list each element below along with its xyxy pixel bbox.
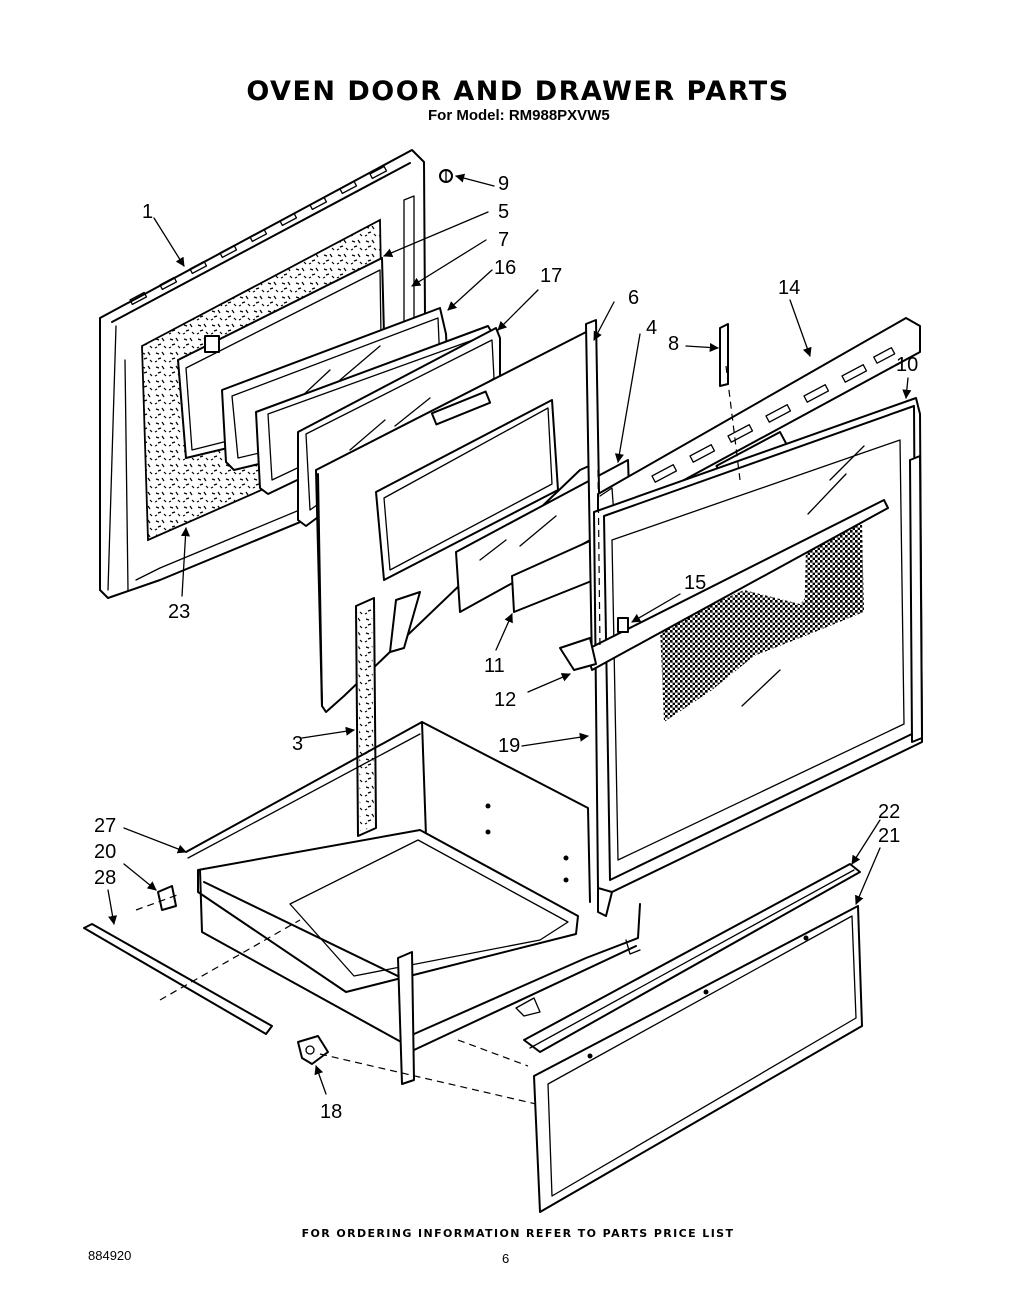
callout-5: 5 <box>498 201 510 223</box>
callout-10: 10 <box>896 354 919 376</box>
drawer-rail <box>83 923 273 1035</box>
callout-28: 28 <box>94 867 117 889</box>
outer-door-wrapper <box>315 329 599 713</box>
drawer-cavity <box>185 721 641 1085</box>
callout-22: 22 <box>878 801 901 823</box>
model-subtitle: For Model: RM988PXVW5 <box>428 107 610 124</box>
door-trim-bar <box>559 323 923 743</box>
callout-9: 9 <box>498 173 510 195</box>
door-side-trim <box>355 597 377 837</box>
callout-14: 14 <box>778 277 801 299</box>
callout-19: 19 <box>498 735 521 757</box>
drawer-support-rail <box>523 863 861 1053</box>
callout-15: 15 <box>684 572 707 594</box>
callout-1: 1 <box>142 201 154 223</box>
callout-21: 21 <box>878 825 901 847</box>
callout-6: 6 <box>628 287 640 309</box>
callout-23: 23 <box>168 601 191 623</box>
callout-20: 20 <box>94 841 117 863</box>
callout-4: 4 <box>646 317 658 339</box>
callout-3: 3 <box>292 733 304 755</box>
callout-12: 12 <box>494 689 517 711</box>
diagram-title: OVEN DOOR AND DRAWER PARTS <box>246 76 790 107</box>
drawer-glide <box>157 885 177 911</box>
assembly-guide-lines <box>135 365 741 1105</box>
callout-16: 16 <box>494 257 517 279</box>
drawer-front-panel <box>533 905 863 1213</box>
callout-7: 7 <box>498 229 510 251</box>
callout-leaders <box>107 173 912 1095</box>
callout-17: 17 <box>540 265 563 287</box>
screw <box>439 169 453 183</box>
callout-8: 8 <box>668 333 680 355</box>
callout-11: 11 <box>484 655 505 677</box>
callout-27: 27 <box>94 815 117 837</box>
callout-18: 18 <box>320 1101 343 1123</box>
ordering-info-note: FOR ORDERING INFORMATION REFER TO PARTS … <box>301 1227 735 1240</box>
page-number: 6 <box>502 1251 510 1266</box>
document-number: 884920 <box>88 1248 132 1263</box>
drawer-roller <box>297 1035 329 1065</box>
